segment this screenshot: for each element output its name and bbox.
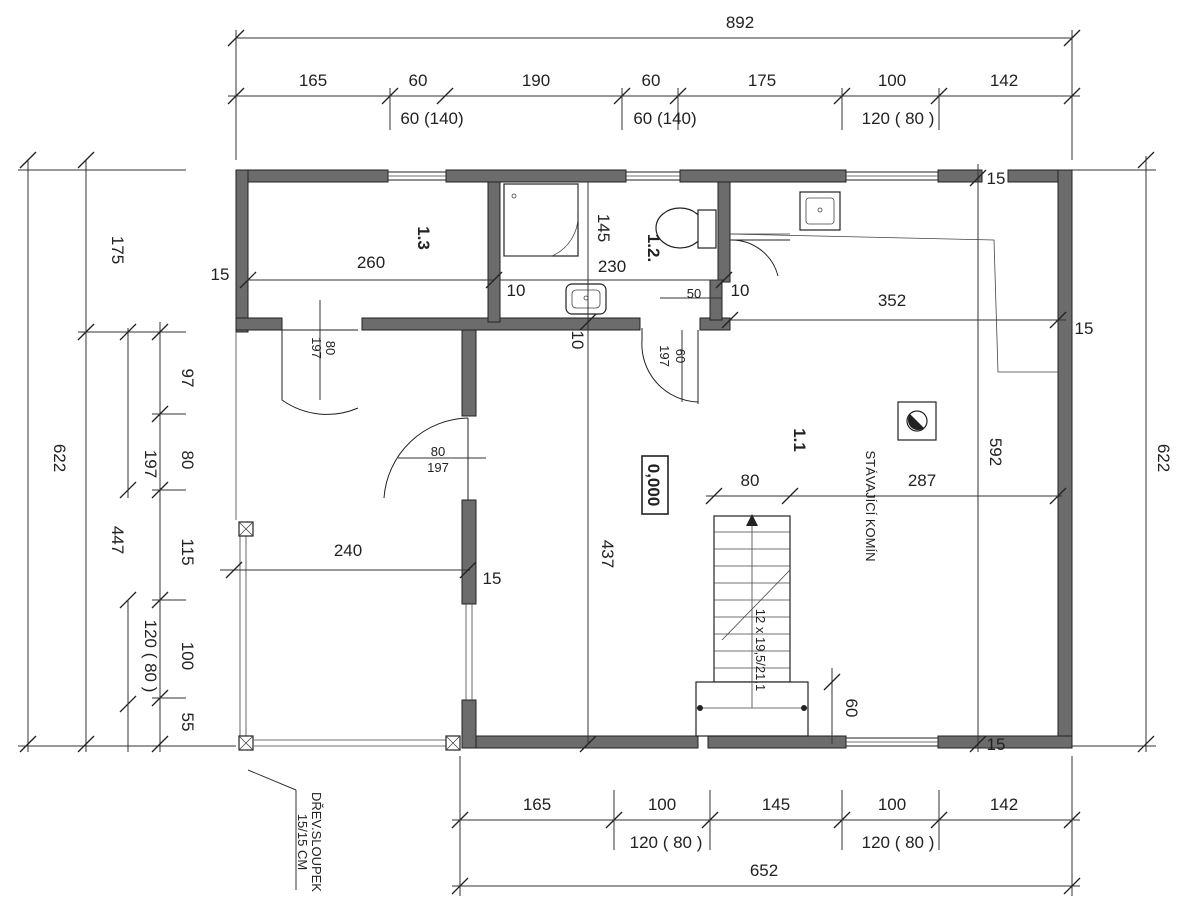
annotations: STÁVAJÍCÍ KOMÍN 12 x 19,5/21,1 DŘEV.SLOU… (295, 451, 878, 893)
dim-top-seg-2: 60 (409, 71, 428, 90)
post-label-line2: 15/15 CM (295, 814, 310, 870)
dim-entry-width: 240 (334, 541, 362, 560)
toilet (655, 207, 717, 249)
dim-bottom-total: 652 (750, 861, 778, 880)
interior-dimension-labels: 260 15 230 145 10 10 10 50 352 15 592 28… (211, 169, 1094, 754)
dim-left-inner-5: 55 (178, 713, 197, 732)
fixtures (503, 183, 1058, 441)
dim-wall-10-a: 10 (507, 281, 526, 300)
dim-corner-wall-top: 15 (987, 169, 1006, 188)
dim-wall-10-b: 10 (731, 281, 750, 300)
floor-level-value: 0,000 (644, 464, 663, 507)
bathroom-sink (565, 283, 607, 315)
kitchen-sink (799, 191, 841, 231)
dim-top-seg-1: 165 (299, 71, 327, 90)
bottom-dimensions: 165 100 145 100 142 120 ( 80 ) 120 ( 80 … (451, 756, 1081, 896)
dim-room-height: 592 (986, 438, 1005, 466)
dim-corner-wall-bottom: 15 (987, 735, 1006, 754)
floor-level-marker: 0,000 (641, 455, 669, 515)
dim-top-total: 892 (726, 13, 754, 32)
dim-left-inner-2: 80 (178, 451, 197, 470)
dim-entry-wall: 15 (483, 569, 502, 588)
interior-dimensions (220, 164, 1067, 890)
room-1-2-label: 1.2. (644, 234, 663, 262)
dim-top-opening-1: 60 (140) (400, 109, 463, 128)
post-label-line1: DŘEV.SLOUPEK (309, 792, 324, 892)
dim-left-total: 622 (50, 444, 69, 472)
stairs-label: 12 x 19,5/21,1 (753, 609, 768, 691)
dim-top-seg-6: 100 (878, 71, 906, 90)
doors (281, 239, 790, 500)
door3-height: 197 (657, 345, 672, 367)
dim-wall-10-c: 10 (568, 331, 587, 350)
room-1-3-label: 1.3 (414, 226, 433, 250)
dim-left-inner-4: 100 (178, 642, 197, 670)
dim-top-seg-7: 142 (990, 71, 1018, 90)
wooden-posts (238, 521, 461, 751)
dim-top-seg-3: 190 (522, 71, 550, 90)
staircase (695, 514, 809, 737)
top-dimensions: 892 165 60 190 60 175 100 142 60 (140) 6… (227, 13, 1081, 160)
dim-room13-width: 260 (357, 253, 385, 272)
dim-bottom-opening-2: 120 ( 80 ) (862, 833, 935, 852)
left-dimensions: 622 175 447 197 120 ( 80 ) 97 80 115 (18, 151, 236, 753)
chimney-symbol (897, 401, 937, 441)
dim-bottom-seg-4: 100 (878, 795, 906, 814)
right-dimensions: 622 (1072, 151, 1173, 753)
chimney-label: STÁVAJÍCÍ KOMÍN (863, 451, 878, 562)
dim-top-seg-4: 60 (642, 71, 661, 90)
dim-left-combo-2: 120 ( 80 ) (141, 620, 160, 693)
dim-top-seg-5: 175 (748, 71, 776, 90)
dim-left-seg-1: 175 (108, 236, 127, 264)
dim-left-inner-1: 97 (178, 369, 197, 388)
interior-walls (235, 181, 731, 749)
room-1-1-label: 1.1 (790, 428, 809, 452)
door-labels: 80 197 80 197 60 197 (309, 337, 688, 475)
shower-tray (503, 183, 579, 257)
dim-bottom-seg-3: 145 (762, 795, 790, 814)
dim-stair-landing: 60 (842, 699, 861, 718)
door3-width: 60 (673, 349, 688, 363)
dim-bath-depth: 145 (594, 214, 613, 242)
dim-top-opening-3: 120 ( 80 ) (862, 109, 935, 128)
dim-stair-offset: 287 (908, 471, 936, 490)
dim-bottom-opening-1: 120 ( 80 ) (630, 833, 703, 852)
dim-top-opening-2: 60 (140) (633, 109, 696, 128)
dim-door-50: 50 (687, 286, 701, 301)
dim-main-width: 352 (878, 291, 906, 310)
dim-bath-width: 230 (598, 257, 626, 276)
dim-left-inner-3: 115 (178, 538, 197, 565)
dim-bottom-seg-5: 142 (990, 795, 1018, 814)
door1-width: 80 (323, 341, 338, 355)
room-labels: 1.3 1.2. 1.1 (414, 226, 809, 452)
door1-height: 197 (309, 337, 324, 359)
dim-left-combo-1: 197 (141, 450, 160, 478)
door2-width: 80 (431, 444, 445, 459)
dim-bottom-seg-1: 165 (523, 795, 551, 814)
dim-right-total: 622 (1154, 444, 1173, 472)
dim-hall-depth: 437 (598, 540, 617, 568)
dim-left-seg-2: 447 (108, 526, 127, 554)
dim-bottom-seg-2: 100 (648, 795, 676, 814)
dim-stair-width: 80 (741, 471, 760, 490)
dim-right-wall: 15 (1075, 319, 1094, 338)
dim-room13-wall: 15 (211, 265, 230, 284)
door2-height: 197 (427, 460, 449, 475)
kitchen-counter (729, 233, 1058, 373)
